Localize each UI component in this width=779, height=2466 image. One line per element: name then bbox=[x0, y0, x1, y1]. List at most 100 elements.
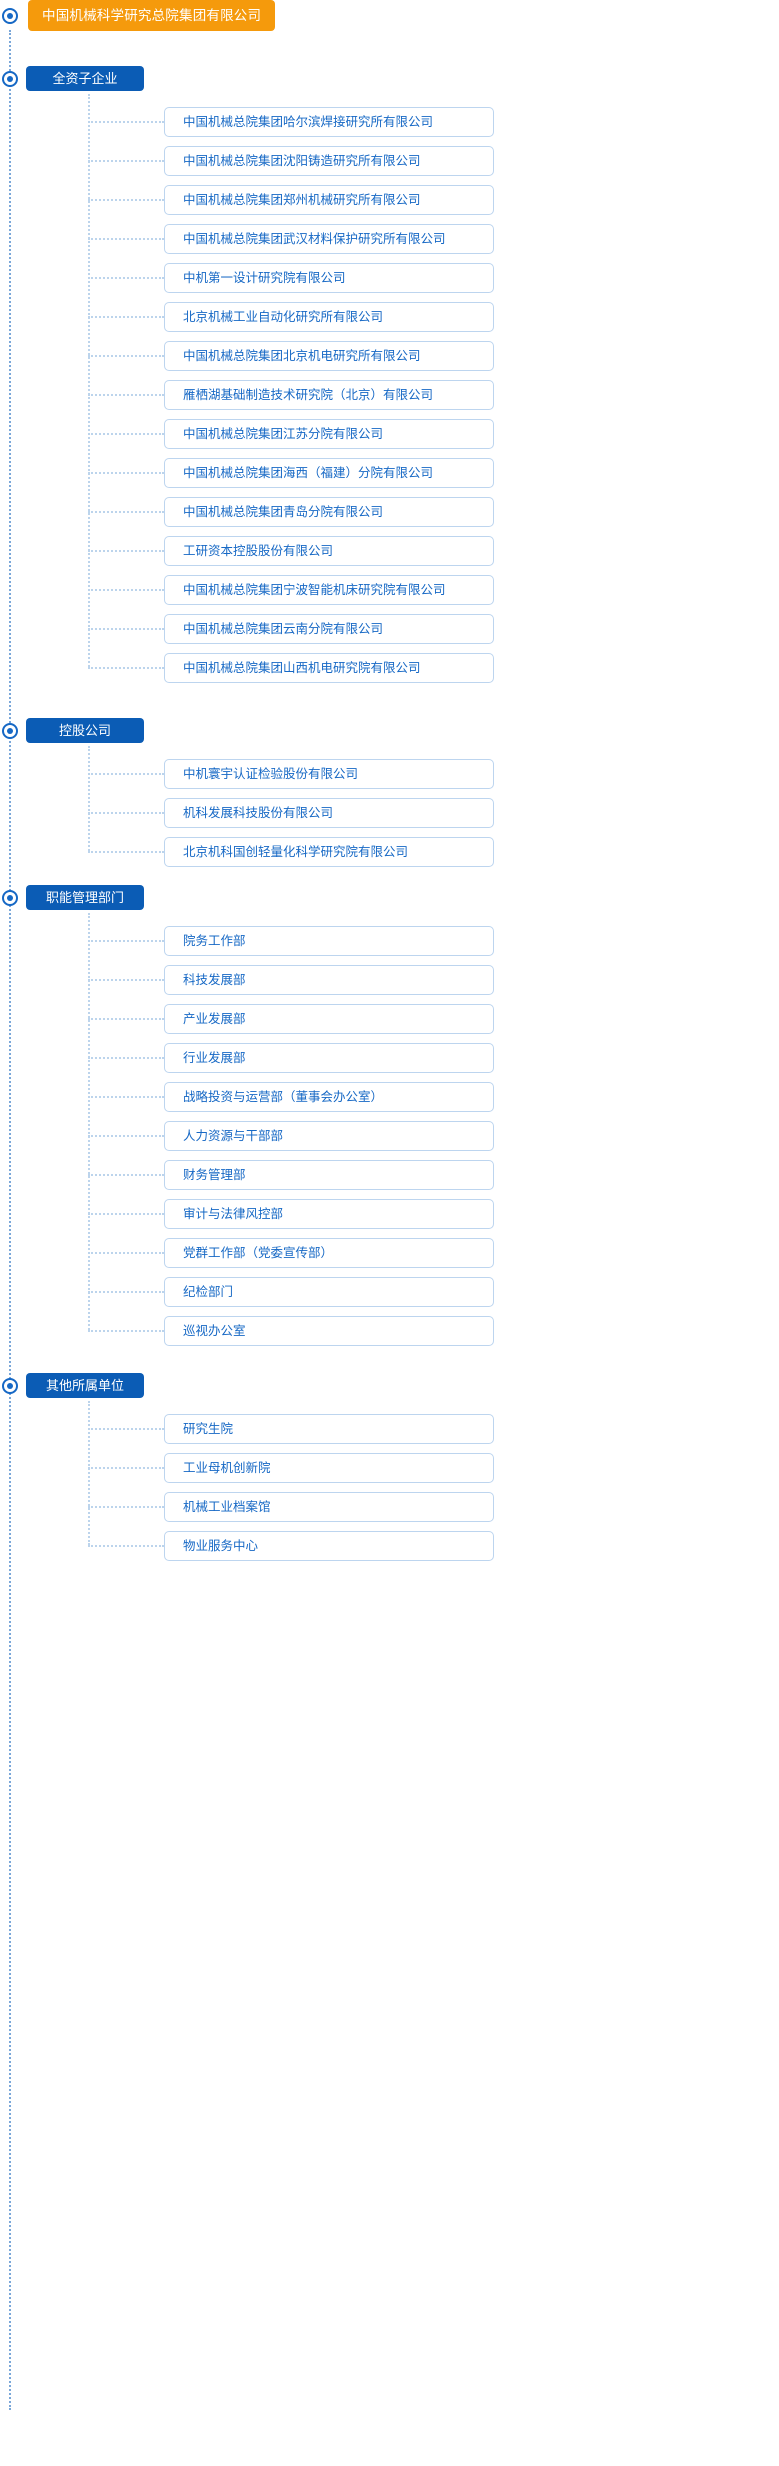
target-dot-icon bbox=[2, 890, 18, 906]
node-connector bbox=[88, 939, 164, 942]
org-node[interactable]: 研究生院 bbox=[164, 1413, 494, 1444]
node-connector bbox=[88, 1095, 164, 1098]
org-node[interactable]: 审计与法律风控部 bbox=[164, 1198, 494, 1229]
branch-vertical-connector bbox=[88, 1401, 90, 1545]
section-label[interactable]: 职能管理部门 bbox=[26, 885, 144, 910]
main-vertical-connector bbox=[9, 30, 11, 2410]
org-node-row: 中国机械总院集团山西机电研究院有限公司 bbox=[88, 648, 779, 687]
org-node[interactable]: 中国机械总院集团云南分院有限公司 bbox=[164, 613, 494, 644]
org-node[interactable]: 北京机科国创轻量化科学研究院有限公司 bbox=[164, 836, 494, 867]
node-connector bbox=[88, 1544, 164, 1547]
org-node[interactable]: 工研资本控股股份有限公司 bbox=[164, 535, 494, 566]
section-header: 职能管理部门 bbox=[0, 885, 779, 913]
org-node[interactable]: 党群工作部（党委宣传部） bbox=[164, 1237, 494, 1268]
branch-vertical-connector bbox=[88, 94, 90, 667]
target-dot-icon bbox=[2, 723, 18, 739]
section-label[interactable]: 控股公司 bbox=[26, 718, 144, 743]
org-node[interactable]: 雁栖湖基础制造技术研究院（北京）有限公司 bbox=[164, 379, 494, 410]
org-node-row: 中国机械总院集团哈尔滨焊接研究所有限公司 bbox=[88, 102, 779, 141]
org-node-row: 院务工作部 bbox=[88, 921, 779, 960]
node-connector bbox=[88, 772, 164, 775]
section-4: 其他所属单位研究生院工业母机创新院机械工业档案馆物业服务中心 bbox=[0, 1373, 779, 1565]
org-node-row: 党群工作部（党委宣传部） bbox=[88, 1233, 779, 1272]
section-label[interactable]: 其他所属单位 bbox=[26, 1373, 144, 1398]
org-node[interactable]: 中国机械总院集团海西（福建）分院有限公司 bbox=[164, 457, 494, 488]
org-node[interactable]: 北京机械工业自动化研究所有限公司 bbox=[164, 301, 494, 332]
org-node-row: 工业母机创新院 bbox=[88, 1448, 779, 1487]
node-connector bbox=[88, 315, 164, 318]
node-connector bbox=[88, 471, 164, 474]
org-node[interactable]: 中机第一设计研究院有限公司 bbox=[164, 262, 494, 293]
section-label[interactable]: 全资子企业 bbox=[26, 66, 144, 91]
org-node[interactable]: 机械工业档案馆 bbox=[164, 1491, 494, 1522]
node-connector bbox=[88, 120, 164, 123]
org-node-row: 科技发展部 bbox=[88, 960, 779, 999]
node-connector bbox=[88, 510, 164, 513]
org-node[interactable]: 人力资源与干部部 bbox=[164, 1120, 494, 1151]
org-node[interactable]: 中国机械总院集团哈尔滨焊接研究所有限公司 bbox=[164, 106, 494, 137]
org-node[interactable]: 科技发展部 bbox=[164, 964, 494, 995]
node-connector bbox=[88, 1134, 164, 1137]
org-node[interactable]: 机科发展科技股份有限公司 bbox=[164, 797, 494, 828]
org-node[interactable]: 战略投资与运营部（董事会办公室） bbox=[164, 1081, 494, 1112]
org-node[interactable]: 行业发展部 bbox=[164, 1042, 494, 1073]
section-children: 中机寰宇认证检验股份有限公司机科发展科技股份有限公司北京机科国创轻量化科学研究院… bbox=[0, 746, 779, 871]
node-connector bbox=[88, 432, 164, 435]
org-node-row: 中国机械总院集团青岛分院有限公司 bbox=[88, 492, 779, 531]
node-connector bbox=[88, 978, 164, 981]
org-node[interactable]: 中国机械总院集团沈阳铸造研究所有限公司 bbox=[164, 145, 494, 176]
section-children: 中国机械总院集团哈尔滨焊接研究所有限公司中国机械总院集团沈阳铸造研究所有限公司中… bbox=[0, 94, 779, 687]
org-node-row: 纪检部门 bbox=[88, 1272, 779, 1311]
node-connector bbox=[88, 1056, 164, 1059]
node-connector bbox=[88, 1290, 164, 1293]
org-node[interactable]: 中国机械总院集团北京机电研究所有限公司 bbox=[164, 340, 494, 371]
target-dot-icon bbox=[2, 8, 18, 24]
org-node[interactable]: 中国机械总院集团江苏分院有限公司 bbox=[164, 418, 494, 449]
org-node[interactable]: 工业母机创新院 bbox=[164, 1452, 494, 1483]
section-header: 全资子企业 bbox=[0, 66, 779, 94]
section-children: 研究生院工业母机创新院机械工业档案馆物业服务中心 bbox=[0, 1401, 779, 1565]
node-connector bbox=[88, 1173, 164, 1176]
org-node[interactable]: 中国机械总院集团武汉材料保护研究所有限公司 bbox=[164, 223, 494, 254]
node-connector bbox=[88, 1466, 164, 1469]
node-connector bbox=[88, 627, 164, 630]
section-header: 控股公司 bbox=[0, 718, 779, 746]
org-node-row: 中机寰宇认证检验股份有限公司 bbox=[88, 754, 779, 793]
node-connector bbox=[88, 276, 164, 279]
branch-vertical-connector bbox=[88, 913, 90, 1330]
org-node[interactable]: 院务工作部 bbox=[164, 925, 494, 956]
root-node-title[interactable]: 中国机械科学研究总院集团有限公司 bbox=[28, 0, 276, 31]
org-node[interactable]: 中国机械总院集团青岛分院有限公司 bbox=[164, 496, 494, 527]
org-node-row: 中机第一设计研究院有限公司 bbox=[88, 258, 779, 297]
org-node-row: 工研资本控股股份有限公司 bbox=[88, 531, 779, 570]
org-node-row: 中国机械总院集团江苏分院有限公司 bbox=[88, 414, 779, 453]
org-node-row: 行业发展部 bbox=[88, 1038, 779, 1077]
org-node-row: 中国机械总院集团宁波智能机床研究院有限公司 bbox=[88, 570, 779, 609]
org-node-row: 雁栖湖基础制造技术研究院（北京）有限公司 bbox=[88, 375, 779, 414]
org-node[interactable]: 中国机械总院集团山西机电研究院有限公司 bbox=[164, 652, 494, 683]
node-connector bbox=[88, 1505, 164, 1508]
org-node-row: 机械工业档案馆 bbox=[88, 1487, 779, 1526]
org-node-row: 机科发展科技股份有限公司 bbox=[88, 793, 779, 832]
org-node[interactable]: 巡视办公室 bbox=[164, 1315, 494, 1346]
branch-vertical-connector bbox=[88, 746, 90, 851]
node-connector bbox=[88, 198, 164, 201]
org-node[interactable]: 财务管理部 bbox=[164, 1159, 494, 1190]
org-node-row: 研究生院 bbox=[88, 1409, 779, 1448]
org-node-row: 巡视办公室 bbox=[88, 1311, 779, 1350]
org-node[interactable]: 中国机械总院集团宁波智能机床研究院有限公司 bbox=[164, 574, 494, 605]
org-node[interactable]: 物业服务中心 bbox=[164, 1530, 494, 1561]
target-dot-icon bbox=[2, 1378, 18, 1394]
org-node[interactable]: 产业发展部 bbox=[164, 1003, 494, 1034]
org-node[interactable]: 中国机械总院集团郑州机械研究所有限公司 bbox=[164, 184, 494, 215]
org-node-row: 物业服务中心 bbox=[88, 1526, 779, 1565]
org-node-row: 审计与法律风控部 bbox=[88, 1194, 779, 1233]
node-connector bbox=[88, 850, 164, 853]
node-connector bbox=[88, 1329, 164, 1332]
org-node[interactable]: 纪检部门 bbox=[164, 1276, 494, 1307]
node-connector bbox=[88, 159, 164, 162]
root-node-row: 中国机械科学研究总院集团有限公司 bbox=[0, 0, 779, 34]
section-3: 职能管理部门院务工作部科技发展部产业发展部行业发展部战略投资与运营部（董事会办公… bbox=[0, 885, 779, 1350]
org-node[interactable]: 中机寰宇认证检验股份有限公司 bbox=[164, 758, 494, 789]
